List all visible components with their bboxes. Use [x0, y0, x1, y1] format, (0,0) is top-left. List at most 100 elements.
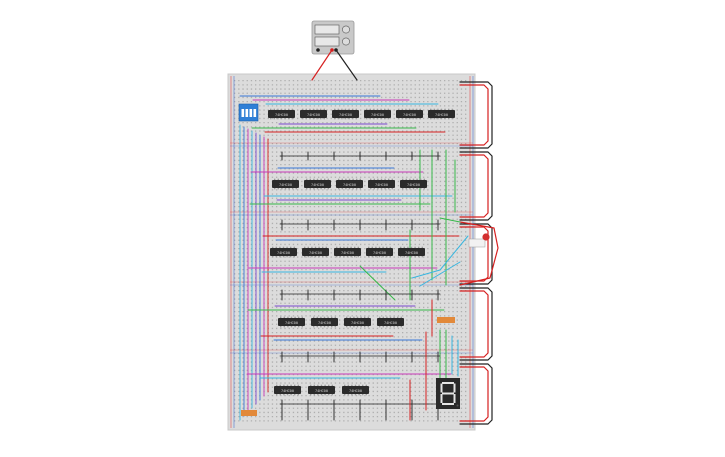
ic-chip-3[interactable]: 74HC00: [332, 108, 359, 120]
ic-chip-16[interactable]: 74HC00: [398, 246, 425, 258]
jumper-wire-12[interactable]: [459, 366, 489, 422]
dip-toggle-1[interactable]: [241, 109, 245, 117]
dip-toggle-2[interactable]: [245, 109, 249, 117]
ic-chip-21[interactable]: 74HC00: [274, 384, 301, 396]
chip-pin: [358, 394, 360, 396]
resistor-pack-lower[interactable]: [241, 410, 257, 416]
jumper-wire-1[interactable]: [311, 49, 333, 81]
jumper-wire-7[interactable]: [459, 223, 493, 285]
chip-label: 74HC00: [285, 321, 298, 325]
ic-chip-4[interactable]: 74HC00: [364, 108, 391, 120]
chip-pin: [402, 188, 404, 190]
chip-pin: [420, 178, 422, 180]
seven-segment-display[interactable]: [436, 378, 460, 409]
chip-pin: [384, 188, 386, 190]
dip-toggle-4[interactable]: [253, 109, 257, 117]
jumper-wire-10[interactable]: [459, 290, 489, 358]
ic-chip-22[interactable]: 74HC00: [308, 384, 335, 396]
ic-chip-19[interactable]: 74HC00: [344, 316, 371, 328]
chip-pin: [305, 118, 307, 120]
ic-chip-11[interactable]: 74HC00: [400, 178, 427, 190]
jumper-wire-48[interactable]: [439, 217, 461, 223]
jumper-wire-13[interactable]: [459, 221, 499, 286]
jumper-wire-8[interactable]: [459, 226, 489, 282]
logic-ic-chips[interactable]: 74HC00 74HC00 74HC00 74HC00 74HC00 74HC00 74HC…: [268, 108, 455, 396]
seg-a: [442, 382, 454, 384]
chip-pin: [316, 188, 319, 190]
ic-chip-2[interactable]: 74HC00: [300, 108, 327, 120]
ic-chip-9[interactable]: 74HC00: [336, 178, 363, 190]
jumper-wire-3[interactable]: [459, 81, 493, 149]
chip-pin: [448, 108, 450, 110]
chip-pin: [344, 118, 347, 120]
ic-chip-17[interactable]: 74HC00: [278, 316, 305, 328]
chip-pin: [410, 256, 413, 258]
ic-chip-10[interactable]: 74HC00: [368, 178, 395, 190]
ic-chip-5[interactable]: 74HC00: [396, 108, 423, 120]
ic-chip-23[interactable]: 74HC00: [342, 384, 369, 396]
chip-body: [377, 318, 404, 326]
ic-chip-8[interactable]: 74HC00: [304, 178, 331, 190]
jumper-wire-53[interactable]: [419, 261, 461, 287]
chip-pin: [430, 118, 432, 120]
chip-pin: [387, 118, 389, 120]
chip-pin: [312, 118, 315, 120]
chip-pin: [327, 178, 329, 180]
chip-pin: [309, 118, 311, 120]
chip-pin: [370, 178, 372, 180]
chip-pin: [337, 118, 339, 120]
chip-pin: [286, 384, 289, 386]
resistor-pack-upper[interactable]: [437, 317, 455, 323]
chip-pin: [346, 326, 348, 328]
chip-pin: [379, 326, 381, 328]
jumper-wires[interactable]: [239, 49, 499, 425]
chip-pin: [324, 188, 326, 190]
chip-pin: [337, 108, 339, 110]
dip-switch[interactable]: [238, 103, 259, 122]
ic-chip-20[interactable]: 74HC00: [377, 316, 404, 328]
ic-chip-7[interactable]: 74HC00: [272, 178, 299, 190]
chip-pin: [356, 326, 359, 328]
ic-chip-12[interactable]: 74HC00: [270, 246, 297, 258]
chip-pin: [323, 326, 326, 328]
jumper-wire-2[interactable]: [335, 49, 358, 81]
chip-pin: [398, 118, 400, 120]
chip-label: 74HC00: [309, 251, 322, 255]
psu-knob-1[interactable]: [342, 25, 350, 34]
jumper-wire-9[interactable]: [459, 287, 493, 361]
chip-pin: [416, 118, 418, 120]
jumper-wire-11[interactable]: [459, 363, 493, 425]
chip-pin: [280, 316, 282, 318]
chip-pin: [280, 326, 282, 328]
ic-chip-13[interactable]: 74HC00: [302, 246, 329, 258]
chip-pin: [313, 384, 315, 386]
chip-pin: [331, 394, 333, 396]
jumper-wire-4[interactable]: [459, 84, 489, 146]
bench-power-supply[interactable]: [311, 20, 355, 55]
chip-pin: [334, 326, 336, 328]
chip-pin: [288, 108, 290, 110]
jumper-wire-52[interactable]: [411, 235, 469, 279]
chip-pin: [418, 256, 420, 258]
psu-terminal-ground[interactable]: [316, 48, 320, 52]
ic-chip-14[interactable]: 74HC00: [334, 246, 361, 258]
chip-pin: [311, 256, 313, 258]
chip-pin: [325, 246, 327, 248]
seg-f: [440, 383, 443, 393]
jumper-wire-5[interactable]: [459, 151, 493, 221]
seg-d: [442, 403, 454, 405]
chip-pin: [349, 326, 351, 328]
chip-pin: [284, 188, 287, 190]
chip-pin: [320, 178, 322, 180]
jumper-wire-6[interactable]: [459, 154, 489, 218]
ic-chip-18[interactable]: 74HC00: [311, 316, 338, 328]
ic-chip-6[interactable]: 74HC00: [428, 108, 455, 120]
psu-knob-2[interactable]: [342, 37, 350, 46]
ic-chip-1[interactable]: 74HC00: [268, 108, 295, 120]
led-holder: [468, 238, 486, 248]
chip-pin: [401, 118, 403, 120]
indicator-led[interactable]: [468, 233, 490, 248]
chip-pin: [314, 246, 317, 248]
ic-chip-15[interactable]: 74HC00: [366, 246, 393, 258]
dip-toggle-3[interactable]: [249, 109, 253, 117]
